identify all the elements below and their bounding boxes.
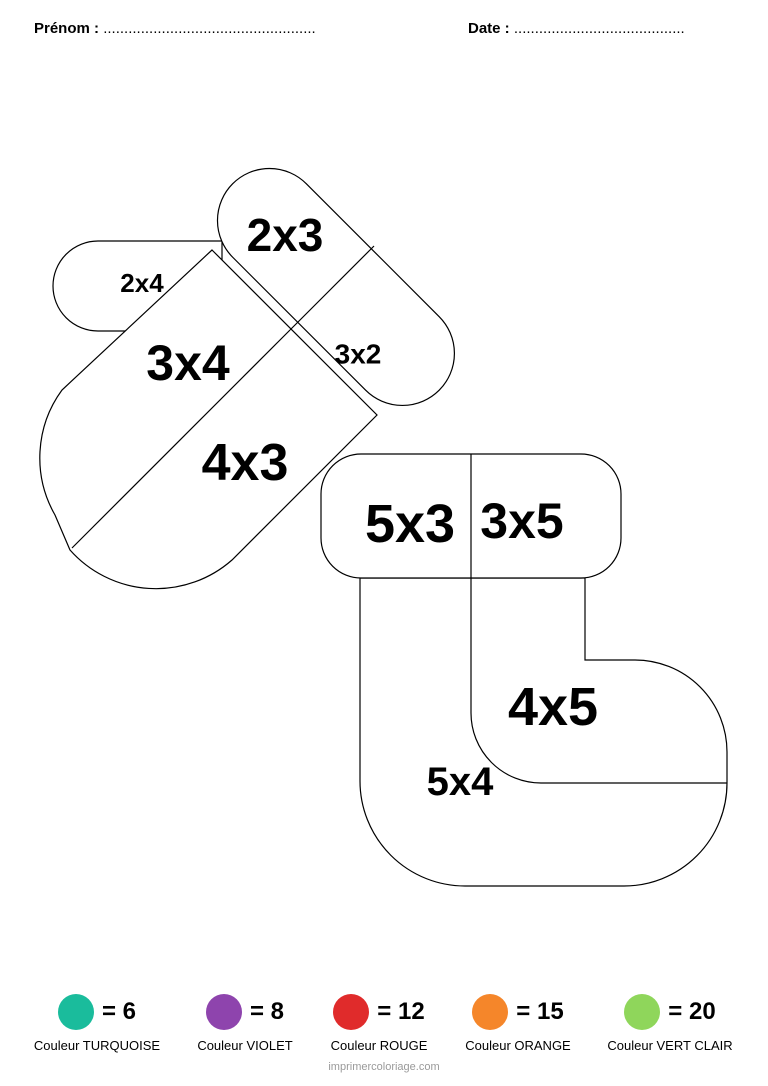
cell-3x4: 3x4 — [146, 335, 230, 391]
legend-rouge: = 12 Couleur ROUGE — [304, 993, 454, 1053]
cell-3x2: 3x2 — [335, 339, 382, 370]
rouge-swatch — [333, 994, 370, 1030]
violet-swatch — [205, 994, 242, 1030]
date-label: Date : — [468, 20, 510, 37]
legend-value: = 15 — [516, 998, 564, 1025]
vert-clair-swatch — [624, 994, 661, 1030]
mitten: 2x3 2x4 3x2 3x4 4x3 — [39, 167, 456, 590]
sock-leg-divider — [470, 578, 727, 784]
cell-5x4: 5x4 — [427, 760, 494, 804]
legend-value: = 12 — [377, 998, 425, 1025]
mitten-body — [39, 249, 378, 590]
sock: 5x3 3x5 4x5 5x4 — [320, 453, 728, 887]
legend-turquoise: = 6 Couleur TURQUOISE — [22, 993, 172, 1053]
date-field: Date : .................................… — [468, 20, 685, 37]
name-field: Prénom : ...............................… — [34, 20, 316, 37]
site-footer: imprimercoloriage.com — [328, 1061, 440, 1073]
cell-4x3: 4x3 — [202, 434, 289, 492]
legend-name: Couleur ROUGE — [330, 1038, 428, 1053]
legend-name: Couleur VIOLET — [197, 1038, 293, 1053]
cell-2x4: 2x4 — [120, 268, 164, 298]
cell-4x5: 4x5 — [508, 677, 598, 737]
legend-name: Couleur ORANGE — [465, 1038, 571, 1053]
cell-2x3: 2x3 — [247, 209, 324, 261]
legend-value: = 8 — [249, 998, 285, 1025]
legend-name: Couleur TURQUOISE — [33, 1038, 161, 1053]
legend-value: = 6 — [101, 998, 137, 1025]
legend-orange: = 15 Couleur ORANGE — [443, 993, 593, 1053]
mitten-cuff-divider — [289, 245, 375, 331]
name-dots: ........................................… — [103, 20, 316, 37]
legend-violet: = 8 Couleur VIOLET — [170, 993, 320, 1053]
mitten-body-divider — [71, 329, 291, 549]
sock-body — [359, 577, 728, 887]
mitten-cuff — [216, 167, 456, 407]
legend-value: = 20 — [668, 998, 716, 1025]
legend-vert-clair: = 20 Couleur VERT CLAIR — [595, 993, 745, 1053]
coloring-artwork: 2x3 2x4 3x2 3x4 4x3 5x3 3x5 4x5 5x4 — [39, 167, 728, 887]
name-label: Prénom : — [34, 20, 100, 37]
turquoise-swatch — [57, 994, 94, 1030]
legend-name: Couleur VERT CLAIR — [607, 1038, 733, 1053]
cell-5x3: 5x3 — [365, 494, 455, 554]
date-dots: ........................................… — [513, 20, 685, 37]
orange-swatch — [472, 994, 509, 1030]
cell-3x5: 3x5 — [480, 493, 563, 549]
